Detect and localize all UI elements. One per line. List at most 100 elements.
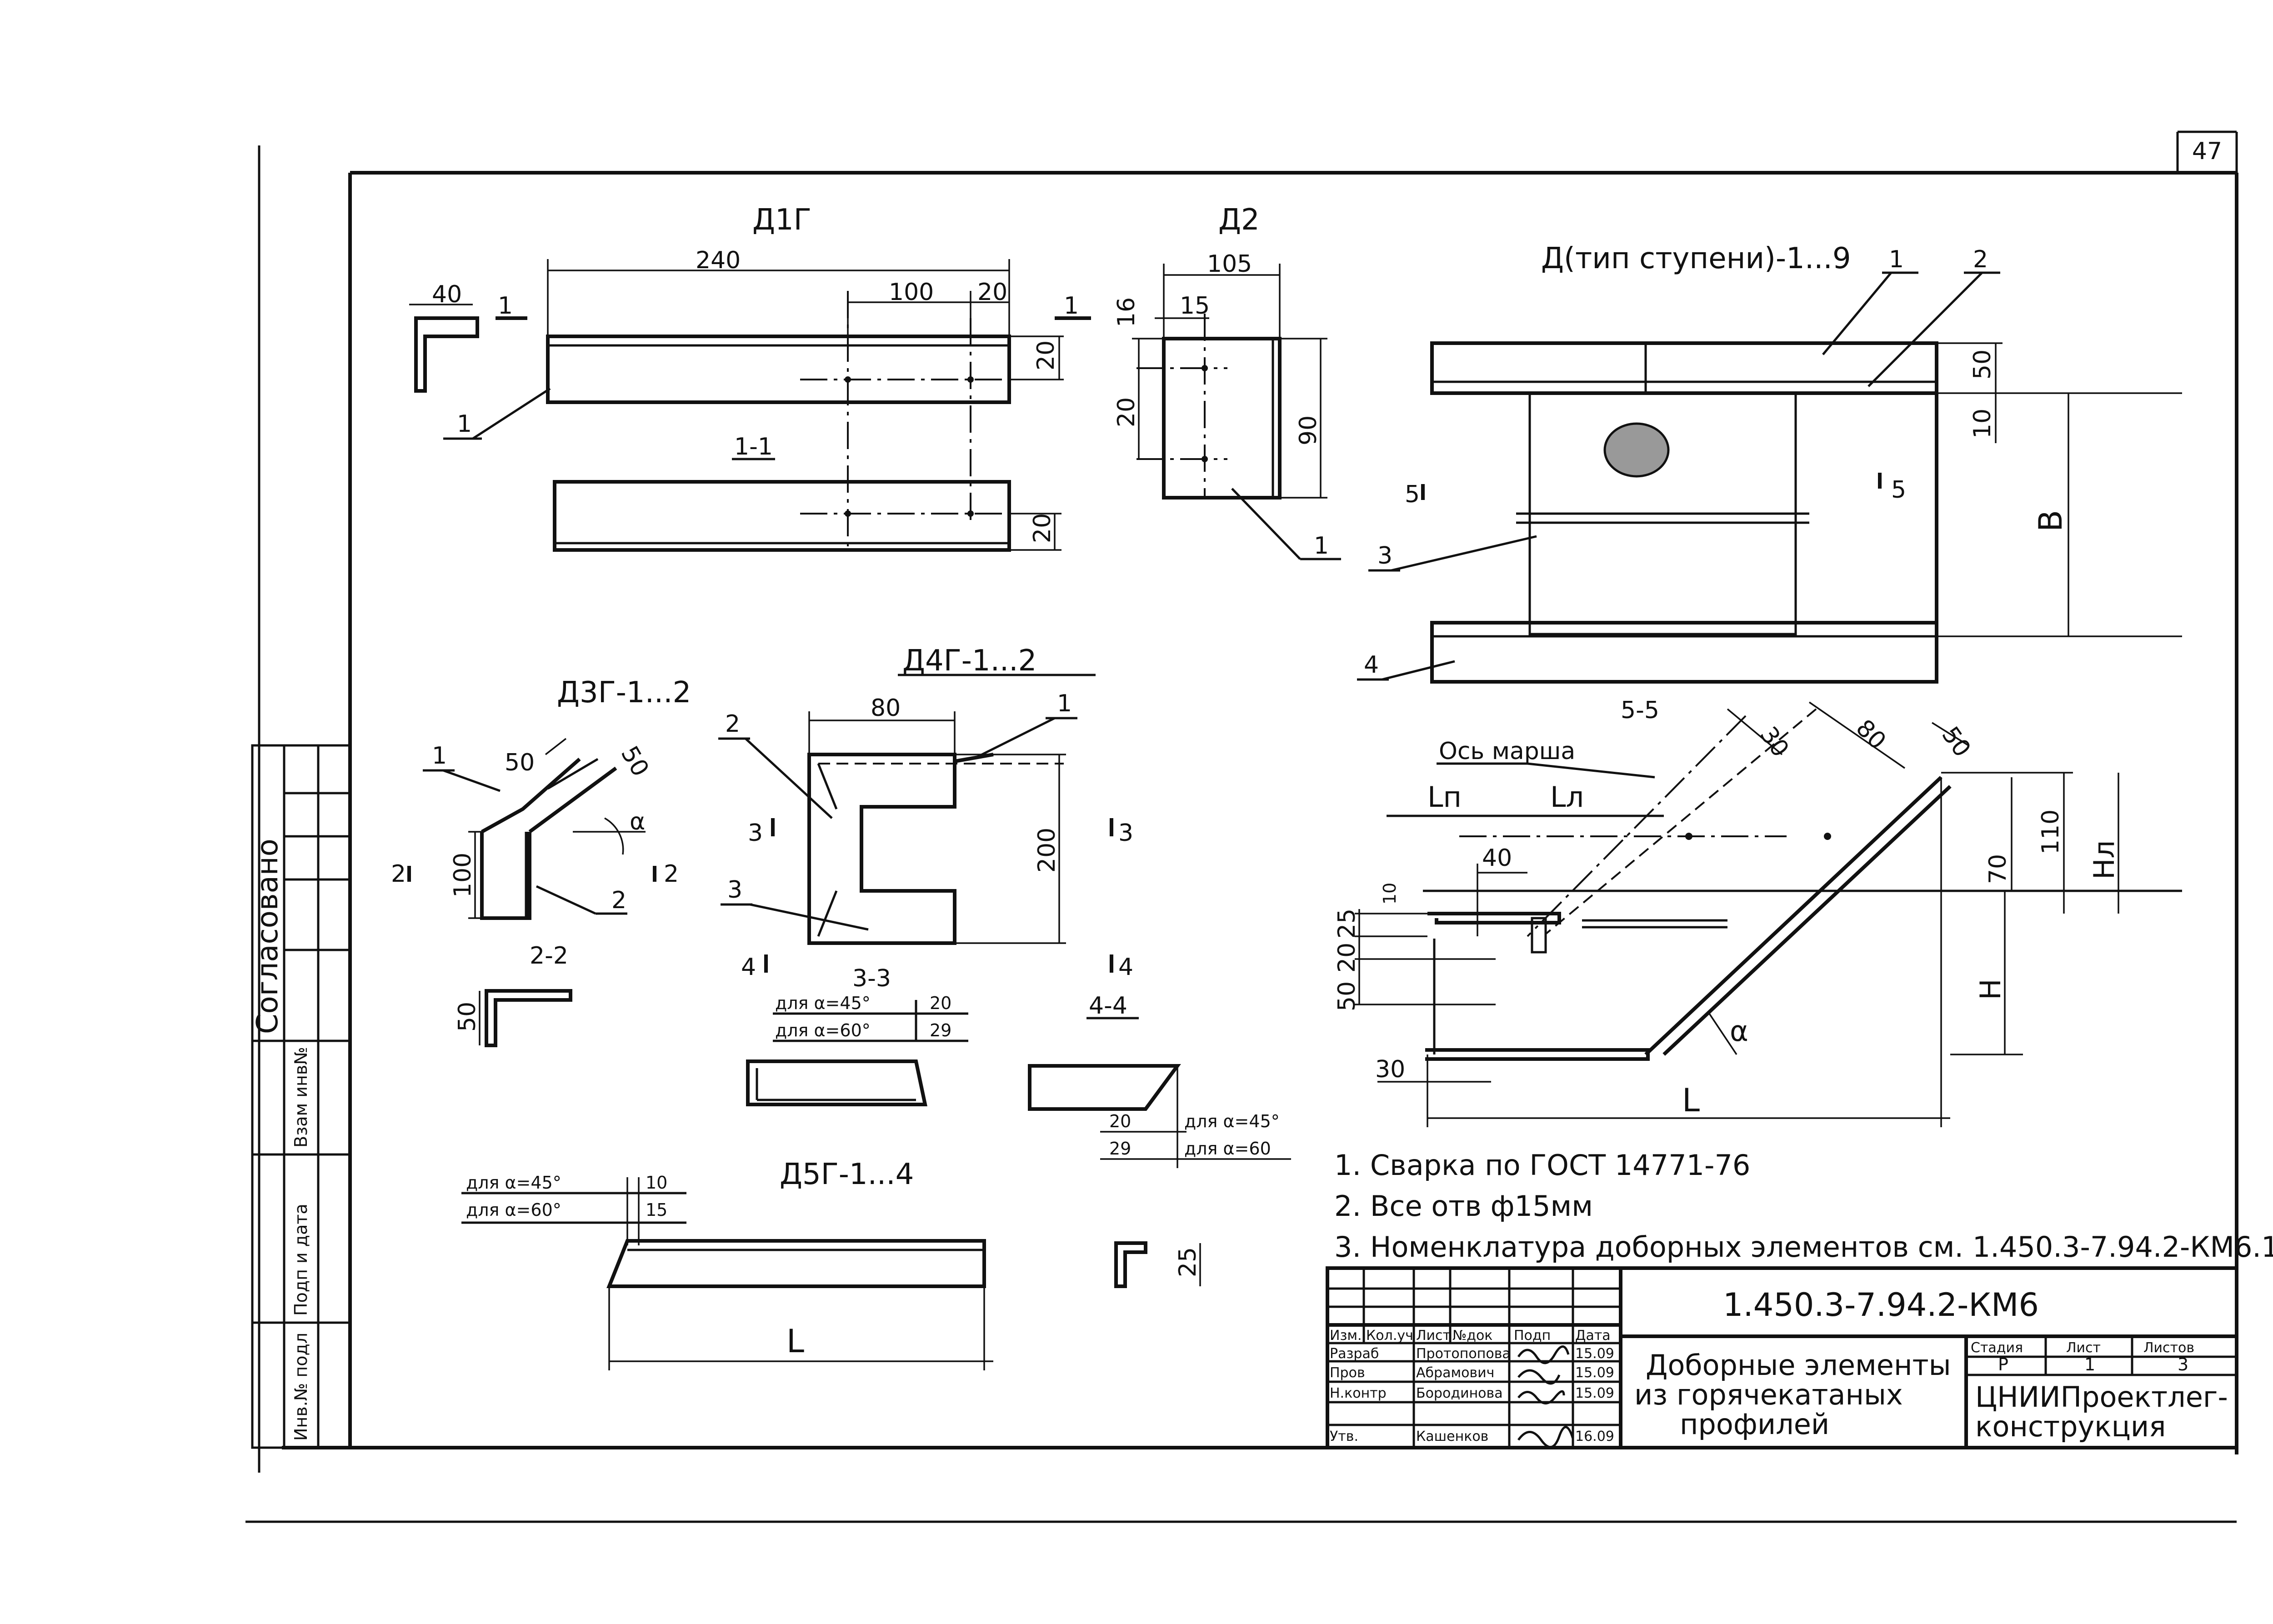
dim-ln: Lп: [1427, 780, 1462, 814]
d3g-alpha: α: [630, 808, 645, 835]
alpha-label: α: [1730, 1014, 1748, 1048]
step-callout-4: 4: [1364, 651, 1379, 679]
signature-4: [1517, 1426, 1574, 1449]
tb-hdr-izm: Изм.: [1330, 1328, 1362, 1344]
step-dim-b: B: [2032, 510, 2069, 532]
note-1: 1. Сварка по ГОСТ 14771-76: [1334, 1149, 1750, 1182]
d4g-section-label-44: 4-4: [1089, 992, 1127, 1019]
d1g-title: Д1Г: [752, 203, 811, 237]
d1g-dim-20b: 20: [1032, 340, 1060, 370]
tb-date-2: 15.09: [1575, 1365, 1614, 1381]
step-section-mark-left: 5: [1405, 481, 1420, 508]
field-sign-date: Подп и дата: [291, 1204, 311, 1316]
tb-sheets-hdr: Листов: [2143, 1340, 2194, 1356]
tb-role-3: Н.контр: [1330, 1385, 1387, 1401]
d2-title: Д2: [1218, 203, 1260, 237]
d4g-dim-200: 200: [1033, 828, 1061, 873]
dim-25-side: 25: [1333, 909, 1361, 939]
dim-h: H: [1974, 979, 2007, 1000]
d1g-dim-100: 100: [889, 279, 934, 306]
step-callout-3: 3: [1377, 542, 1392, 570]
d4g-t33-r1-value: 20: [930, 993, 951, 1013]
signature-3: [1517, 1390, 1565, 1404]
tb-desc-1: Доборные элементы: [1646, 1349, 1951, 1382]
dim-l: L: [1682, 1082, 1700, 1119]
tb-hdr-list: Лист: [1416, 1328, 1451, 1344]
d1g-section-label: 1-1: [734, 433, 773, 460]
tb-desc-3: профилей: [1680, 1408, 1829, 1441]
step-dim-50: 50: [1969, 350, 1996, 380]
detail-step: Д(тип ступени)-1...9 1 2 3 4 50 10 B: [1357, 242, 2182, 724]
approval-strip: Согласовано Инв.№ подл Подп и дата Взам …: [251, 744, 351, 1449]
d3g-dim-100: 100: [449, 853, 476, 898]
d2-dim-90: 90: [1295, 415, 1322, 445]
d4g-t44-r2-label: для α=60: [1184, 1139, 1271, 1159]
dim-ll: Lл: [1550, 780, 1584, 814]
axis-label: Ось марша: [1439, 738, 1575, 765]
dim-hl: Hл: [2088, 840, 2121, 879]
d4g-callout-2: 2: [725, 710, 740, 738]
d4g-callout-3: 3: [727, 876, 742, 904]
d4g-t44-r1-value: 20: [1109, 1111, 1131, 1131]
d4g-t44-r1-label: для α=45°: [1184, 1111, 1280, 1131]
d2-dim-105: 105: [1207, 250, 1252, 278]
d3g-section-label: 2-2: [530, 942, 568, 969]
step-callout-1: 1: [1889, 246, 1904, 273]
field-replaced-inv: Взам инв№: [291, 1047, 311, 1148]
d1g-callout: 1: [457, 410, 472, 438]
d1g-section-mark-left: 1: [498, 292, 513, 320]
page-number: 47: [2192, 138, 2222, 165]
step-section-label: 5-5: [1621, 697, 1659, 724]
dim-40: 40: [1482, 844, 1512, 872]
d3g-dim-50b: 50: [616, 742, 654, 781]
d5g-dim-l: L: [786, 1323, 804, 1360]
tb-name-1: Протопопова: [1416, 1346, 1511, 1362]
dim-20-side: 20: [1333, 943, 1361, 973]
step-dim-10: 10: [1969, 409, 1996, 439]
detail-d5g: Д5Г-1...4 для α=45° 10 для α=60° 15 L 25: [461, 1158, 1202, 1370]
d4g-dim-80: 80: [871, 695, 901, 722]
tb-date-3: 15.09: [1575, 1385, 1614, 1401]
tb-name-4: Кашенков: [1416, 1429, 1488, 1444]
d3g-section-mark-right: 2: [664, 860, 679, 888]
note-2: 2. Все отв ф15мм: [1334, 1189, 1593, 1223]
section-55: Ось марша Lп Lл 40 30 80 50 10 25 20: [1333, 701, 2182, 1127]
detail-d2: Д2 105 15 16 20 90 1: [1113, 203, 1341, 560]
step-callout-2: 2: [1973, 246, 1988, 273]
d4g-t33-r2-label: для α=60°: [775, 1020, 871, 1040]
dim-10-side: 10: [1380, 883, 1400, 904]
d5g-t-r2-value: 15: [646, 1200, 667, 1220]
d4g-t44-r2-value: 29: [1109, 1139, 1131, 1159]
tb-hdr-doc: №док: [1452, 1328, 1492, 1344]
tb-org-2: конструкция: [1975, 1410, 2166, 1443]
step-title: Д(тип ступени)-1...9: [1541, 242, 1851, 275]
tb-desc-2: из горячекатаных: [1634, 1378, 1903, 1411]
tb-stage-val: Р: [1998, 1354, 2008, 1374]
tb-stage-hdr: Стадия: [1971, 1340, 2023, 1356]
d4g-section-mark-4l: 4: [741, 954, 756, 981]
signature-2: [1517, 1369, 1561, 1385]
tb-date-1: 15.09: [1575, 1346, 1614, 1362]
d1g-section-mark-right: 1: [1064, 292, 1079, 320]
tb-org-1: ЦНИИПроектлег-: [1975, 1380, 2228, 1414]
d4g-section-mark-4r: 4: [1118, 954, 1133, 981]
dim-80-top: 80: [1851, 715, 1891, 755]
d4g-t33-r2-value: 29: [930, 1020, 951, 1040]
field-inv-no: Инв.№ подл: [291, 1333, 311, 1441]
approval-label: Согласовано: [251, 839, 285, 1034]
d5g-t-r2-label: для α=60°: [466, 1200, 561, 1220]
signature-1: [1517, 1345, 1570, 1364]
d4g-section-mark-3r: 3: [1118, 819, 1133, 847]
d1g-dim-20c: 20: [1029, 513, 1056, 543]
d5g-title: Д5Г-1...4: [780, 1158, 914, 1191]
d2-callout: 1: [1314, 532, 1329, 560]
d3g-callout-2: 2: [611, 887, 626, 914]
d2-dim-20: 20: [1113, 397, 1140, 427]
d3g-dim-50c: 50: [454, 1002, 481, 1032]
d4g-section-label-33: 3-3: [852, 965, 891, 992]
dim-110: 110: [2037, 810, 2064, 854]
note-3: 3. Номенклатура доборных элементов см. 1…: [1334, 1230, 2273, 1264]
tb-date-4: 16.09: [1575, 1429, 1614, 1444]
step-section-mark-right: 5: [1891, 476, 1906, 504]
